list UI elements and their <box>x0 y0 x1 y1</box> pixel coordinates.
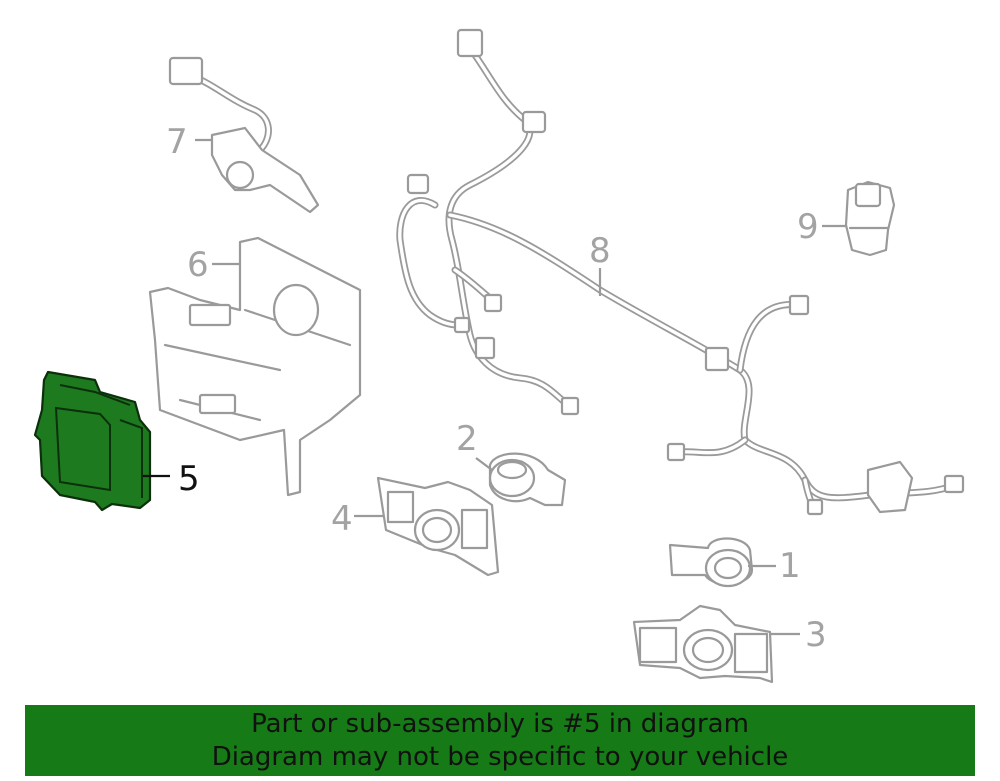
callout-1: 1 <box>779 546 801 586</box>
banner-line-1: Part or sub-assembly is #5 in diagram <box>251 709 749 739</box>
banner-line-2: Diagram may not be specific to your vehi… <box>211 742 789 772</box>
callout-9: 9 <box>797 207 819 247</box>
callout-2: 2 <box>456 419 478 459</box>
callout-7: 7 <box>166 122 188 162</box>
callout-3: 3 <box>805 615 827 655</box>
part-4-sensor-bracket[interactable] <box>354 476 500 577</box>
part-2-parking-sensor[interactable] <box>475 452 567 507</box>
callout-6: 6 <box>187 245 209 285</box>
part-7-sensor-bracket[interactable] <box>168 56 320 214</box>
parts-diagram: 8 7 9 6 5 <box>33 28 965 684</box>
part-1-parking-sensor[interactable] <box>668 537 776 588</box>
part-5-control-module[interactable] <box>33 370 170 512</box>
callout-8: 8 <box>589 231 611 271</box>
part-8-wiring-harness[interactable] <box>396 28 965 516</box>
info-banner: Part or sub-assembly is #5 in diagram Di… <box>25 705 975 776</box>
part-6-mounting-bracket[interactable] <box>148 236 362 497</box>
callout-4: 4 <box>331 499 353 539</box>
callout-5: 5 <box>178 459 200 499</box>
part-9-connector[interactable] <box>822 180 896 257</box>
part-3-sensor-bracket[interactable] <box>632 604 800 684</box>
